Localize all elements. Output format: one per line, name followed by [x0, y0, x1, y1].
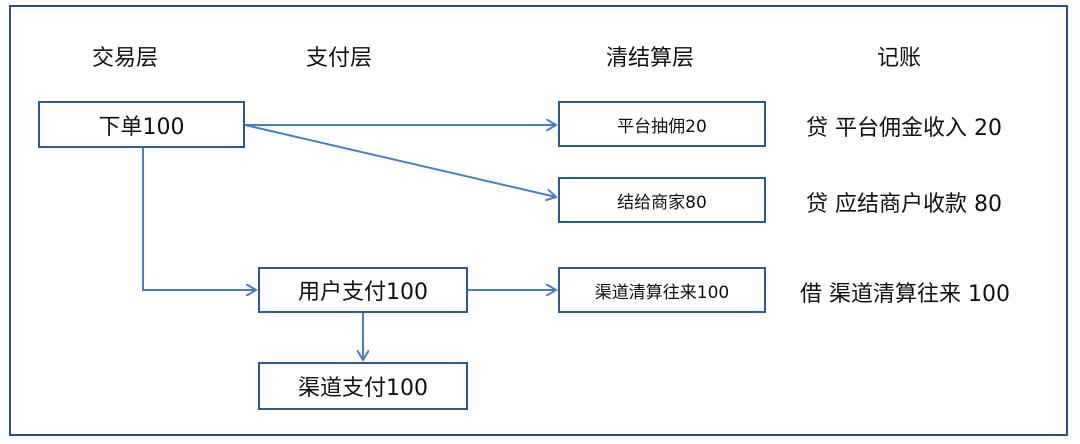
column-header-clearing: 清结算层	[606, 46, 695, 71]
entry-channel: 借 渠道清算往来 100	[800, 282, 1010, 307]
entry-commission: 贷 平台佣金收入 20	[806, 116, 1002, 141]
node-order: 下单100	[38, 101, 245, 148]
arrow-order-to-user-pay	[142, 148, 256, 290]
arrow-order-to-merchant-settle	[244, 124, 556, 197]
column-header-payment: 支付层	[306, 46, 373, 71]
node-merchant-settle: 结给商家80	[558, 177, 766, 223]
node-channel-pay: 渠道支付100	[258, 362, 468, 410]
column-header-trade: 交易层	[92, 46, 159, 71]
node-user-pay: 用户支付100	[258, 267, 468, 313]
diagram-frame	[9, 5, 1068, 436]
node-commission: 平台抽佣20	[558, 101, 766, 147]
node-channel-clearing: 渠道清算往来100	[558, 267, 766, 313]
column-header-bookkeeping: 记账	[877, 46, 922, 71]
entry-merchant: 贷 应结商户收款 80	[806, 192, 1002, 217]
